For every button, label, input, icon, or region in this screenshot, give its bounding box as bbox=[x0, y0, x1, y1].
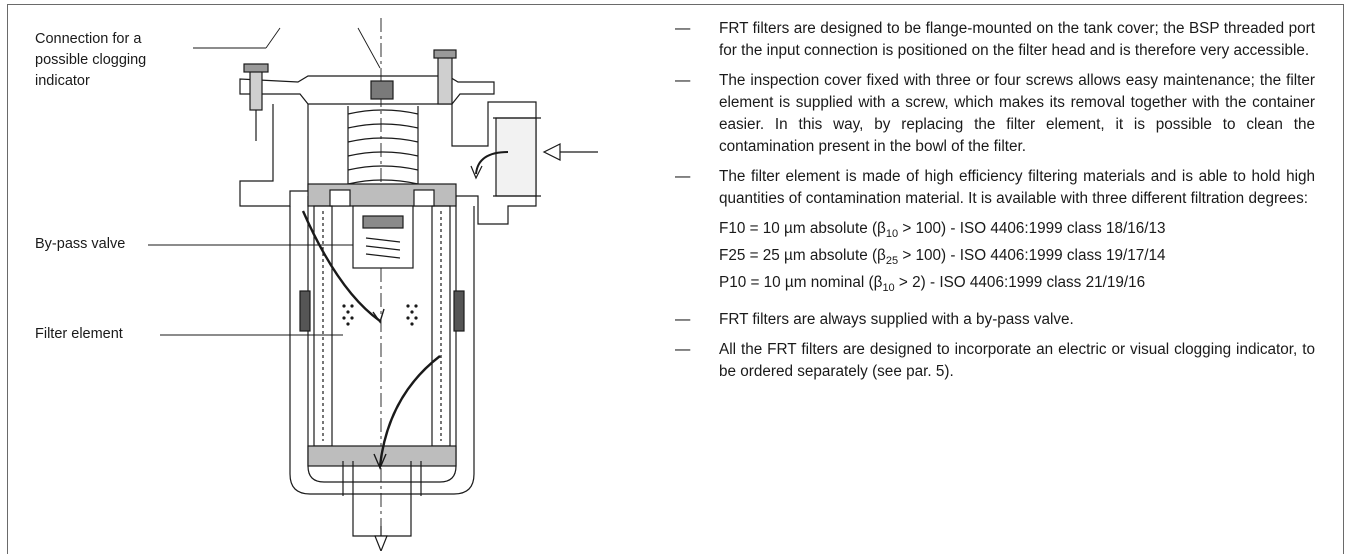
bullet-flange-mounting: — FRT filters are designed to be flange-… bbox=[675, 18, 1315, 62]
spec-p10: P10 = 10 µm nominal (β10 > 2) - ISO 4406… bbox=[719, 274, 1146, 295]
bullet-text: FRT filters are always supplied with a b… bbox=[719, 311, 1074, 329]
bullet-dash: — bbox=[675, 20, 691, 37]
bullet-clogging-indicator: — All the FRT filters are designed to in… bbox=[675, 339, 1315, 383]
page-frame bbox=[7, 4, 1344, 554]
label-clogging-indicator-connection: Connection for a possible clogging indic… bbox=[35, 31, 147, 89]
bullet-text: The filter element is made of high effic… bbox=[719, 168, 1315, 207]
filtration-degrees: F10 = 10 µm absolute (β10 > 100) - ISO 4… bbox=[719, 218, 1315, 299]
spec-f10: F10 = 10 µm absolute (β10 > 100) - ISO 4… bbox=[719, 220, 1166, 241]
label-bypass-valve: By-pass valve bbox=[35, 236, 126, 252]
description-column: — FRT filters are designed to be flange-… bbox=[675, 18, 1315, 391]
bullet-dash: — bbox=[675, 72, 691, 89]
spec-f25: F25 = 25 µm absolute (β25 > 100) - ISO 4… bbox=[719, 247, 1166, 268]
label-filter-element: Filter element bbox=[35, 326, 123, 342]
bullet-filter-element: — The filter element is made of high eff… bbox=[675, 166, 1315, 210]
bullet-text: The inspection cover fixed with three or… bbox=[719, 72, 1315, 155]
bullet-text: FRT filters are designed to be flange-mo… bbox=[719, 20, 1315, 59]
bullet-bypass-valve: — FRT filters are always supplied with a… bbox=[675, 309, 1315, 331]
bullet-dash: — bbox=[675, 168, 691, 185]
bullet-dash: — bbox=[675, 311, 691, 329]
filter-cross-section-drawing bbox=[148, 18, 598, 551]
bullet-inspection-cover: — The inspection cover fixed with three … bbox=[675, 70, 1315, 158]
bullet-text: All the FRT filters are designed to inco… bbox=[719, 341, 1315, 381]
bullet-dash: — bbox=[675, 341, 691, 359]
